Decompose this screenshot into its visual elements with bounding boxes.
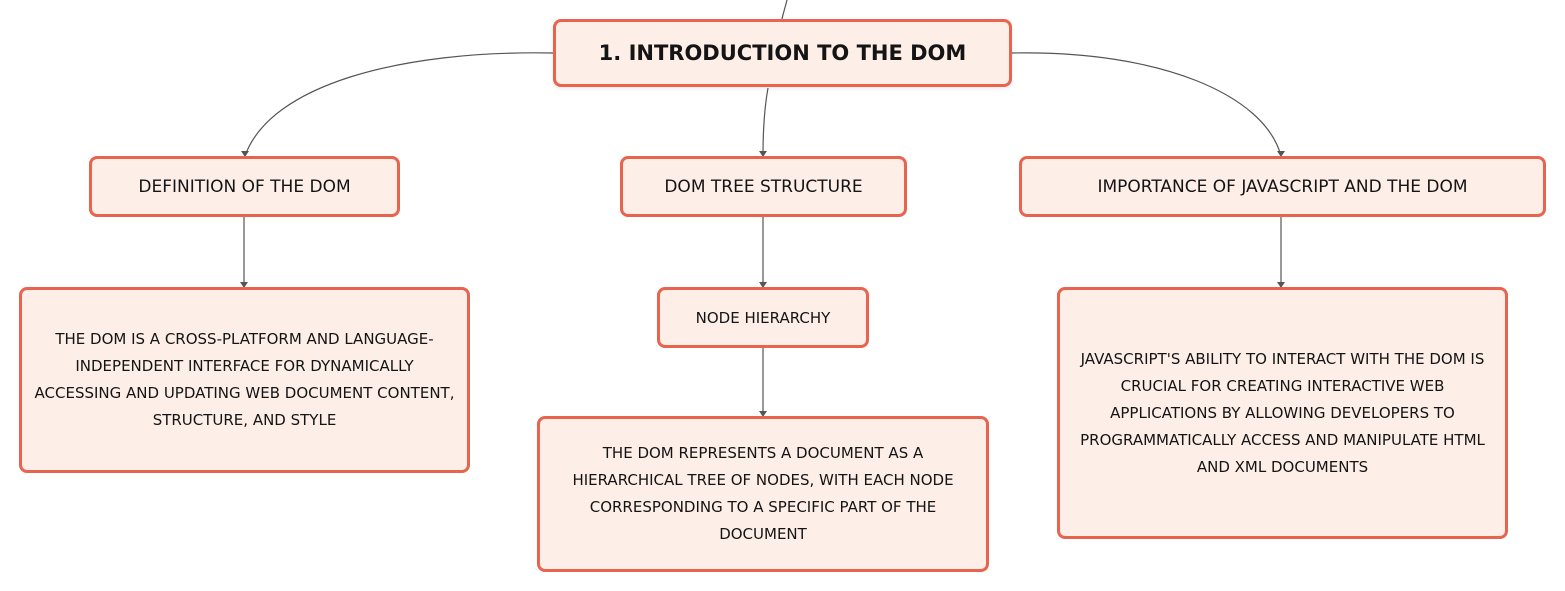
importance-node[interactable]: IMPORTANCE OF JAVASCRIPT AND THE DOM	[1019, 156, 1546, 217]
connector-root-to-importance	[1011, 52, 1282, 157]
importance-detail-node[interactable]: JAVASCRIPT'S ABILITY TO INTERACT WITH TH…	[1057, 287, 1508, 539]
connector-root-to-tree	[762, 87, 769, 157]
node-hierarchy-node[interactable]: NODE HIERARCHY	[657, 287, 869, 348]
definition-detail-node[interactable]: THE DOM IS A CROSS-PLATFORM AND LANGUAGE…	[19, 287, 470, 473]
tree-structure-node[interactable]: DOM TREE STRUCTURE	[620, 156, 907, 217]
connector-root-to-definition	[244, 52, 554, 157]
definition-detail-text: THE DOM IS A CROSS-PLATFORM AND LANGUAGE…	[34, 330, 455, 429]
definition-node-label: DEFINITION OF THE DOM	[138, 176, 351, 197]
importance-node-label: IMPORTANCE OF JAVASCRIPT AND THE DOM	[1097, 176, 1468, 197]
node-hierarchy-detail-text: THE DOM REPRESENTS A DOCUMENT AS A HIERA…	[572, 444, 954, 543]
importance-detail-text: JAVASCRIPT'S ABILITY TO INTERACT WITH TH…	[1080, 349, 1485, 476]
node-hierarchy-node-label: NODE HIERARCHY	[695, 308, 831, 327]
definition-node[interactable]: DEFINITION OF THE DOM	[89, 156, 400, 217]
tree-structure-node-label: DOM TREE STRUCTURE	[664, 176, 863, 197]
node-hierarchy-detail-node[interactable]: THE DOM REPRESENTS A DOCUMENT AS A HIERA…	[537, 416, 989, 572]
root-node-label: 1. INTRODUCTION TO THE DOM	[598, 41, 967, 65]
connector-incoming	[781, 0, 788, 20]
root-node[interactable]: 1. INTRODUCTION TO THE DOM	[553, 19, 1012, 87]
